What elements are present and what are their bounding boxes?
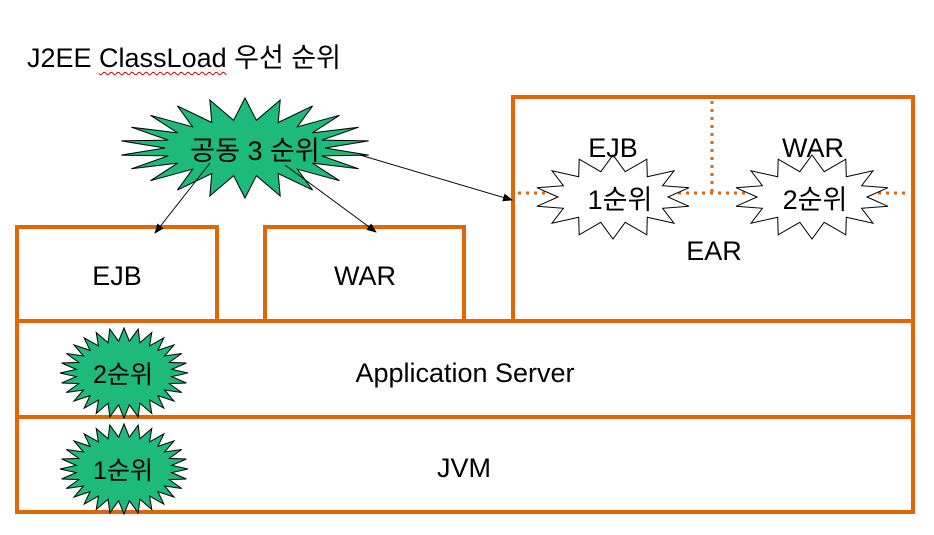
jvm-box <box>15 415 915 514</box>
arrow-to-ejb <box>154 162 211 234</box>
ear-war-label: WAR <box>782 133 844 163</box>
ejb-label: EJB <box>92 261 142 291</box>
app-server-priority-label: 2순위 <box>93 361 153 389</box>
app-server-label: Application Server <box>355 358 574 388</box>
jvm-label: JVM <box>437 453 491 483</box>
jvm-priority-burst <box>59 422 189 516</box>
ear-label: EAR <box>686 236 742 266</box>
ear-ejb-priority-label: 1순위 <box>588 185 653 215</box>
title-classload-misspelled: ClassLoad <box>99 43 227 73</box>
shared-third-priority-label: 공동 3 순위 <box>190 136 319 166</box>
title-suffix: 우선 순위 <box>226 43 341 73</box>
ear-war-priority-label: 2순위 <box>783 185 848 215</box>
title-prefix: J2EE <box>27 43 100 73</box>
shared-third-priority-burst <box>121 96 369 200</box>
arrow-to-ear <box>359 154 513 202</box>
arrow-to-war <box>284 164 377 233</box>
ear-war-priority-burst <box>735 154 889 240</box>
jvm-priority-label: 1순위 <box>93 457 153 485</box>
war-label: WAR <box>334 261 396 291</box>
app-server-priority-burst <box>59 326 189 420</box>
ear-ejb-priority-burst <box>536 154 690 240</box>
diagram-title: J2EE ClassLoad 우선 순위 <box>27 36 341 75</box>
ear-ejb-label: EJB <box>588 133 638 163</box>
